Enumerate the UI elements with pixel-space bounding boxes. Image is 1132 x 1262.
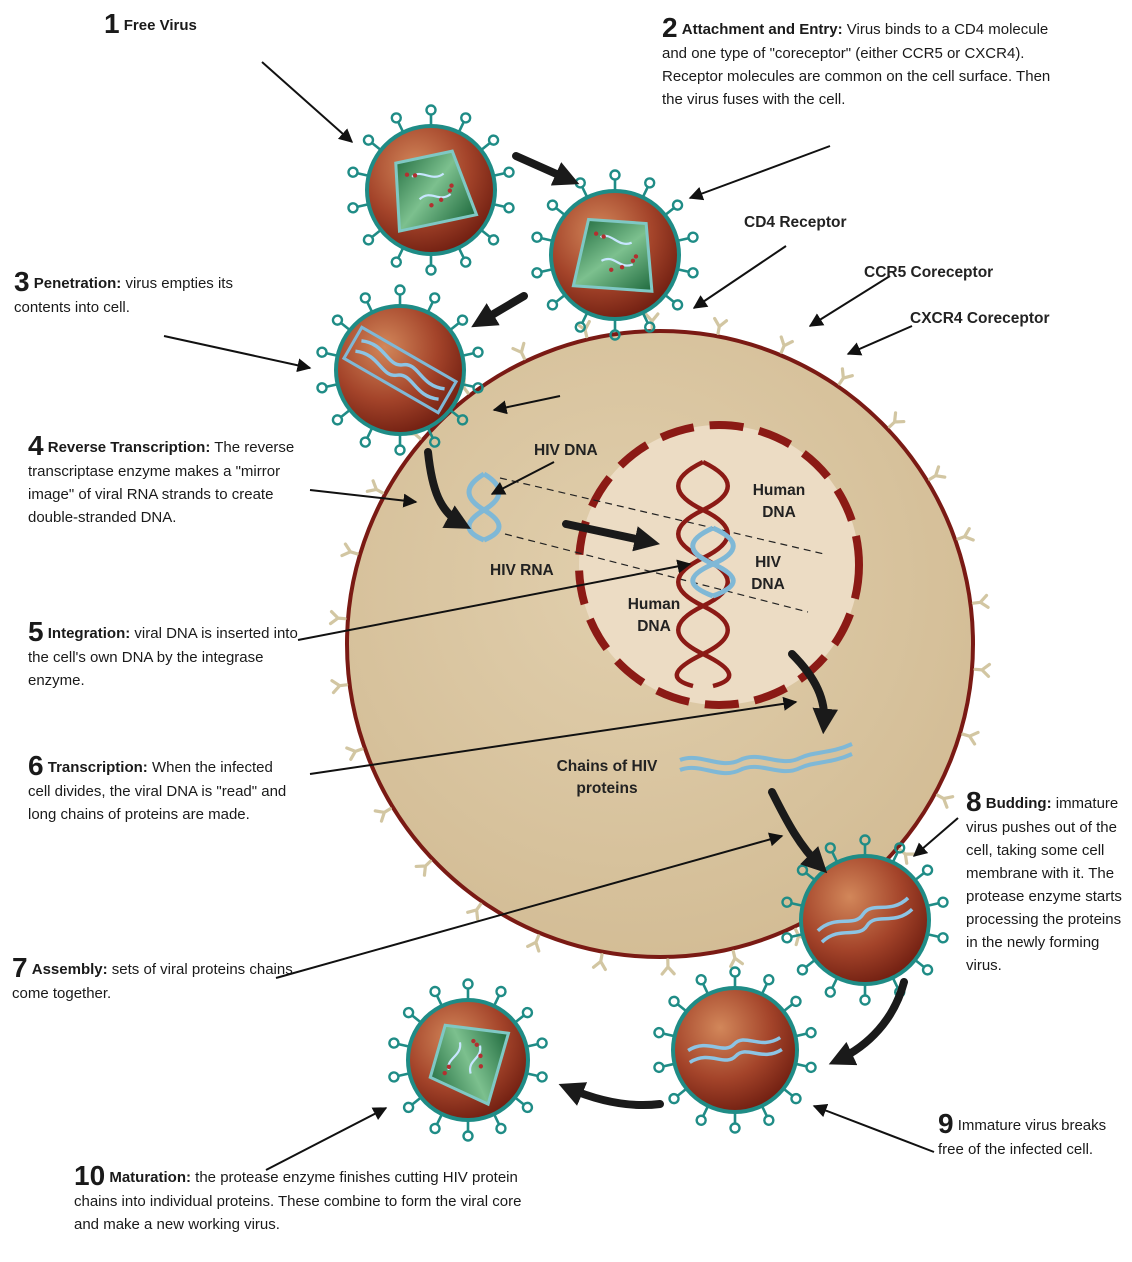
- human-dna-bottom-label: Human DNA: [614, 594, 694, 638]
- step-1-free-virus: 1 Free Virus: [104, 10, 324, 38]
- receptor-icon: [712, 319, 726, 335]
- receptor-icon: [975, 663, 990, 676]
- human-dna-top-label: Human DNA: [738, 480, 820, 524]
- hiv-dna-nucleus-line-2: DNA: [740, 574, 796, 596]
- receptor-icon: [347, 743, 364, 759]
- step-6-transcription: 6 Transcription: When the infected cell …: [28, 752, 298, 826]
- protein-chains-line-2: proteins: [534, 778, 680, 800]
- step-2-attachment-entry: 2 Attachment and Entry: Virus binds to a…: [662, 14, 1062, 111]
- protein-chains-line-1: Chains of HIV: [534, 756, 680, 778]
- hiv-dna-cytoplasm-label: HIV DNA: [534, 440, 598, 462]
- step-3-penetration: 3 Penetration: virus empties its content…: [14, 268, 290, 319]
- step-4-reverse-transcription: 4 Reverse Transcription: The reverse tra…: [28, 432, 308, 529]
- receptor-icon: [776, 337, 792, 355]
- ccr5-coreceptor-label: CCR5 Coreceptor: [864, 262, 993, 284]
- receptor-icon: [528, 933, 544, 951]
- human-dna-top-line-2: DNA: [738, 502, 820, 524]
- receptor-icon: [973, 595, 988, 609]
- receptor-icon: [956, 529, 973, 545]
- receptor-icon: [727, 950, 742, 966]
- attaching-virus: [532, 171, 699, 340]
- receptor-icon: [961, 728, 978, 743]
- receptor-icon: [331, 612, 346, 625]
- human-dna-bottom-line-2: DNA: [614, 616, 694, 638]
- immature-virus: [654, 968, 817, 1133]
- cd4-receptor-label: CD4 Receptor: [744, 212, 847, 234]
- receptor-icon: [332, 679, 347, 693]
- step-8-budding: 8 Budding: immature virus pushes out of …: [966, 788, 1128, 977]
- receptor-icon: [594, 953, 608, 969]
- step-9-immature-virus: 9 Immature virus breaks free of the infe…: [938, 1110, 1114, 1161]
- hiv-dna-nucleus-line-1: HIV: [740, 552, 796, 574]
- cxcr4-coreceptor-label: CXCR4 Coreceptor: [910, 308, 1050, 330]
- free-virus: [348, 106, 515, 275]
- step-10-maturation: 10 Maturation: the protease enzyme finis…: [74, 1162, 526, 1236]
- receptor-icon: [662, 960, 674, 974]
- step-7-assembly: 7 Assembly: sets of viral proteins chain…: [12, 954, 294, 1005]
- receptor-icon: [342, 544, 359, 559]
- hiv-protein-chains-label: Chains of HIV proteins: [534, 756, 680, 800]
- hiv-rna-label: HIV RNA: [490, 560, 554, 582]
- human-dna-bottom-line-1: Human: [614, 594, 694, 616]
- human-dna-top-line-1: Human: [738, 480, 820, 502]
- step-5-integration: 5 Integration: viral DNA is inserted int…: [28, 618, 313, 692]
- mature-virus: [389, 980, 548, 1141]
- hiv-dna-nucleus-label: HIV DNA: [740, 552, 796, 596]
